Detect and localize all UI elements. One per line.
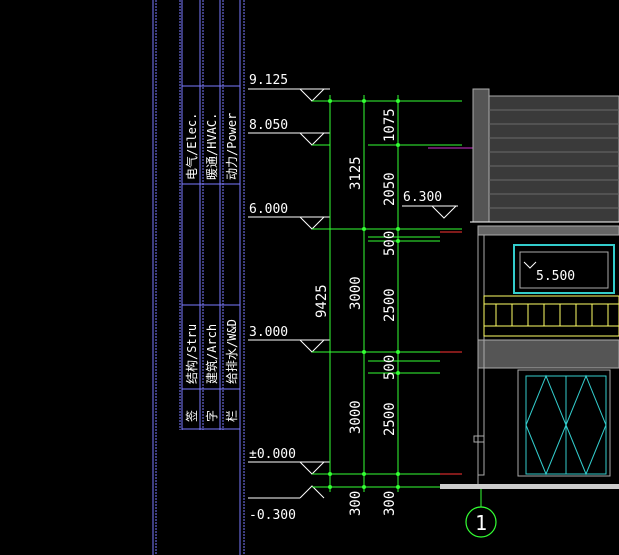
level-minus-0300: -0.300 (249, 508, 296, 523)
level-8050: 8.050 (249, 118, 288, 133)
label-wd: 给排水/W&D (225, 319, 239, 384)
dim-2500-lower: 2500 (382, 402, 398, 436)
level-values: 9.125 8.050 6.000 3.000 ±0.000 -0.300 6.… (249, 73, 442, 523)
level-6000: 6.000 (249, 202, 288, 217)
title-block-labels: 电气/Elec. 暖通/HVAC. 动力/Power 结构/Stru 建筑/Ar… (184, 113, 239, 422)
dim-1075: 1075 (382, 108, 398, 142)
dim-2500-upper: 2500 (382, 288, 398, 322)
dim-2050: 2050 (382, 172, 398, 206)
level-9125: 9.125 (249, 73, 288, 88)
dim-300-right: 300 (382, 491, 398, 516)
level-5500: 5.500 (536, 269, 575, 284)
roof-tiles (488, 95, 619, 223)
dim-3125: 3125 (348, 156, 364, 190)
level-0000: ±0.000 (249, 447, 296, 462)
label-stru: 结构/Stru (184, 324, 199, 384)
sign-label-2: 字 (204, 410, 219, 422)
dimension-ticks (328, 99, 400, 489)
roof-gable-end (472, 88, 490, 223)
grid-axis-bubble (465, 506, 497, 538)
title-block (152, 0, 245, 555)
level-3000: 3.000 (249, 325, 288, 340)
label-hvac: 暖通/HVAC. (205, 113, 219, 180)
dim-3000-upper: 3000 (348, 276, 364, 310)
upper-window (513, 244, 615, 294)
sign-label-1: 签 (184, 410, 199, 422)
ground-line (440, 484, 619, 489)
dim-total: 9425 (314, 284, 330, 318)
dim-500-upper: 500 (382, 231, 398, 256)
dim-300-left: 300 (348, 491, 364, 516)
label-arch: 建筑/Arch (204, 324, 219, 384)
entrance-door-frame (517, 369, 611, 477)
label-elec: 电气/Elec. (184, 113, 199, 180)
grid-axis-marker: 1 (465, 489, 497, 538)
level-6300: 6.300 (403, 190, 442, 205)
slab-second-floor (477, 339, 619, 369)
sign-label-3: 栏 (224, 410, 239, 422)
dim-500-lower: 500 (382, 355, 398, 380)
dim-3000-lower: 3000 (348, 400, 364, 434)
dimension-lines (312, 95, 462, 492)
slab-third-floor (477, 225, 619, 236)
grid-axis-label: 1 (475, 511, 487, 535)
dimension-values: 9425 3125 3000 3000 300 1075 2050 500 25… (314, 108, 398, 516)
building-elevation: 5.500 (440, 88, 619, 489)
balcony-railing (483, 295, 619, 337)
column-left (477, 234, 485, 476)
label-power: 动力/Power (225, 113, 239, 180)
